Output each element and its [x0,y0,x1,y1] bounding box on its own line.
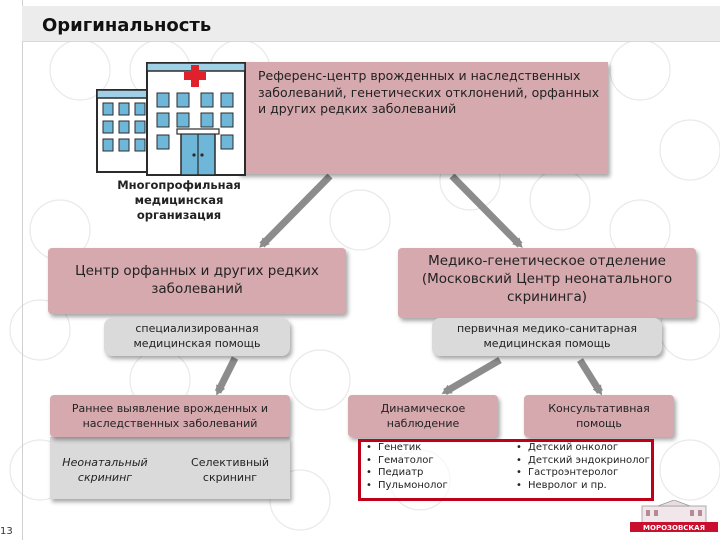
arrow-spec-to-early [214,356,239,396]
reference-center-box [238,62,608,174]
dynamic-observation-box: Динамическое наблюдение [348,395,498,437]
page-number: 13 [0,526,13,537]
reference-center-text: Референс-центр врожденных и наследственн… [258,68,600,116]
hospital-building-icon [96,62,246,176]
list-item: Пульмонолог [364,480,448,493]
multiprofile-org-label: Многопрофильная медицинская организация [117,178,241,222]
morozovskaya-hospital-logo: МОРОЗОВСКАЯ [630,500,718,532]
list-item: Педиатр [364,467,448,480]
arrow-ref-to-orphan [259,173,333,248]
arrow-prim-to-cons [577,358,603,396]
orphan-center-box: Центр орфанных и других редких заболеван… [48,248,346,314]
consultative-help-list: Детский онколог Детский эндокринолог Гас… [514,442,650,492]
list-item: Детский эндокринолог [514,455,650,468]
list-item: Гематолог [364,455,448,468]
list-item: Гастроэнтеролог [514,467,650,480]
early-detection-box: Раннее выявление врожденных и наследстве… [50,395,290,437]
neonatal-screening-label: Неонатальный скрининг [62,456,148,484]
screening-panel [50,437,290,499]
selective-screening-label: Селективный скрининг [191,456,269,484]
svg-text:МОРОЗОВСКАЯ: МОРОЗОВСКАЯ [643,524,705,532]
specialized-care-box: специализированная медицинская помощь [104,318,290,356]
dynamic-observation-list: Генетик Гематолог Педиатр Пульмонолог [364,442,448,492]
consultative-help-box: Консультативная помощь [524,395,674,437]
medgen-dept-box: Медико-генетическое отделение (Московски… [398,248,696,318]
title-bar [22,6,720,42]
primary-care-box: первичная медико-санитарная медицинская … [432,318,662,356]
list-item: Невролог и пр. [514,480,650,493]
left-rule [22,0,23,540]
arrow-prim-to-dyn [441,356,502,396]
list-item: Генетик [364,442,448,455]
arrow-ref-to-medgen [449,173,523,248]
list-item: Детский онколог [514,442,650,455]
slide-title: Оригинальность [42,15,212,36]
